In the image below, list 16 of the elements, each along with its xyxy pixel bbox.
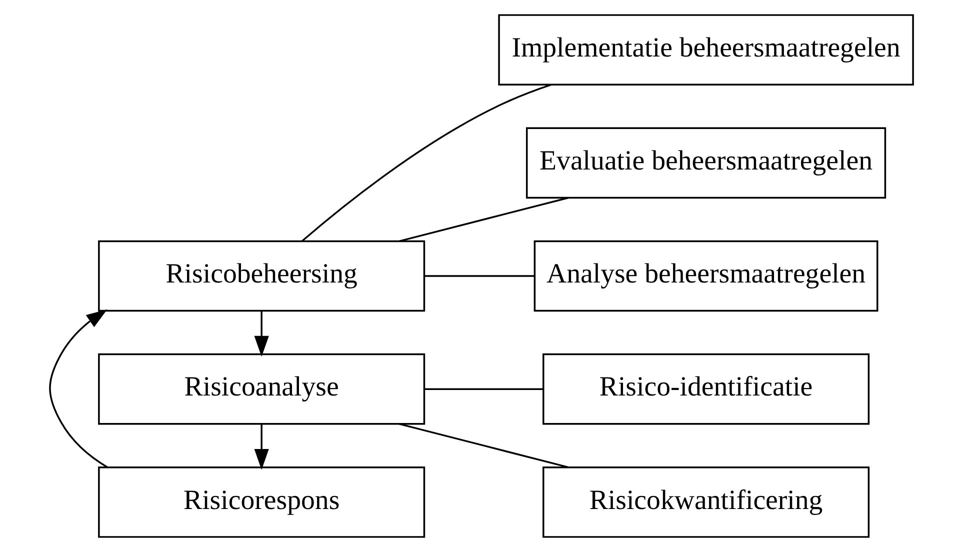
arrow bbox=[254, 310, 269, 357]
arrow bbox=[254, 424, 269, 470]
node-box: Evaluatie beheersmaatregelen bbox=[526, 127, 886, 199]
connector bbox=[399, 197, 568, 242]
node-box: Risicoanalyse bbox=[98, 353, 426, 425]
connector bbox=[424, 275, 534, 277]
connector bbox=[424, 388, 543, 390]
node-box: Risicokwantificering bbox=[542, 466, 870, 538]
node-box: Risico-identificatie bbox=[542, 353, 870, 425]
node-box: Analyse beheersmaatregelen bbox=[534, 240, 878, 312]
arrow bbox=[49, 309, 108, 468]
connector bbox=[302, 84, 552, 242]
connector bbox=[399, 423, 568, 468]
node-box: Risicorespons bbox=[98, 466, 426, 538]
node-box: Implementatie beheersmaatregelen bbox=[498, 14, 914, 86]
node-box: Risicobeheersing bbox=[98, 240, 426, 312]
